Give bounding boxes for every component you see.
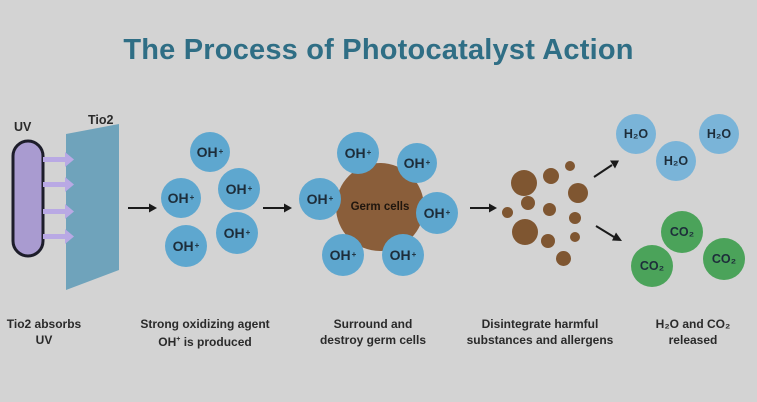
- caption-step4: Disintegrate harmful substances and alle…: [466, 317, 614, 347]
- particle: [512, 219, 538, 245]
- oh-radical: OH+: [218, 168, 260, 210]
- arrow-to-h2o: [593, 160, 619, 178]
- particle: [543, 203, 556, 216]
- caption-step5: H₂O and CO₂ released: [655, 317, 731, 347]
- h2o-molecule: H₂O: [699, 114, 739, 154]
- uv-ray: [43, 204, 74, 219]
- particle: [511, 170, 537, 196]
- page-title: The Process of Photocatalyst Action: [123, 34, 634, 66]
- oh-radical: OH+: [382, 234, 424, 276]
- particle: [502, 207, 513, 218]
- caption-step2: Strong oxidizing agent OH+ is produced: [140, 317, 270, 349]
- oh-radical: OH+: [216, 212, 258, 254]
- arrow-to-co2: [595, 225, 622, 241]
- oh-radical: OH+: [416, 192, 458, 234]
- oh-radical: OH+: [161, 178, 201, 218]
- uv-ray: [43, 229, 74, 244]
- uv-ray: [43, 152, 74, 167]
- particle: [556, 251, 571, 266]
- caption-step3: Surround and destroy germ cells: [319, 317, 427, 347]
- caption-step1: Tio2 absorbs UV: [6, 317, 82, 347]
- uv-lamp: [11, 139, 45, 258]
- tio2-panel: [66, 124, 119, 290]
- co2-molecule: CO₂: [631, 245, 673, 287]
- uv-label: UV: [14, 120, 32, 134]
- particle: [541, 234, 555, 248]
- arrow-step2-to-step3: [263, 203, 292, 213]
- oh-radical: OH+: [165, 225, 207, 267]
- particle: [521, 196, 535, 210]
- co2-molecule: CO₂: [703, 238, 745, 280]
- uv-rays: [43, 152, 74, 244]
- h2o-molecule: H₂O: [616, 114, 656, 154]
- arrow-step1-to-step2: [128, 203, 157, 213]
- tio2-label: Tio2: [88, 113, 114, 127]
- particle: [568, 183, 588, 203]
- oh-radical: OH+: [337, 132, 379, 174]
- oh-radical: OH+: [397, 143, 437, 183]
- arrow-step3-to-step4: [470, 203, 497, 213]
- oh-radical: OH+: [322, 234, 364, 276]
- oh-radical: OH+: [190, 132, 230, 172]
- oh-radical: OH+: [299, 178, 341, 220]
- h2o-molecule: H₂O: [656, 141, 696, 181]
- particle: [570, 232, 580, 242]
- particle: [565, 161, 575, 171]
- uv-ray: [43, 177, 74, 192]
- particle: [543, 168, 559, 184]
- co2-molecule: CO₂: [661, 211, 703, 253]
- particle: [569, 212, 581, 224]
